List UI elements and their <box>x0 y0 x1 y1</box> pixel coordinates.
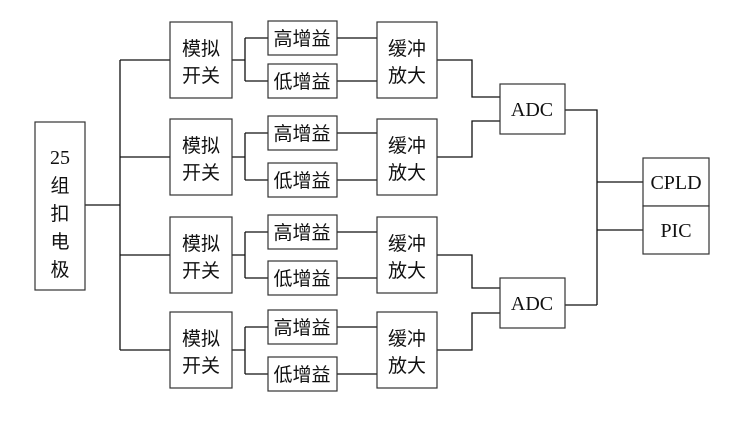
buffer-label-line2: 放大 <box>388 65 426 87</box>
adc-label: ADC <box>511 99 553 121</box>
low-gain-block: 低增益 <box>267 260 338 296</box>
high-gain-label: 高增益 <box>273 317 330 339</box>
channel-group-3: 模拟 开关 高增益 低增益 缓冲 放大 <box>169 214 438 296</box>
switch-label-line1: 模拟 <box>182 328 220 350</box>
switch-label-line1: 模拟 <box>182 135 220 157</box>
analog-switch-block: 模拟 开关 <box>169 216 233 294</box>
wire-group-2 <box>232 120 500 181</box>
buffer-label-line1: 缓冲 <box>388 38 426 60</box>
low-gain-label: 低增益 <box>273 71 330 93</box>
cpld-block: CPLD <box>642 157 710 207</box>
low-gain-label: 低增益 <box>273 170 330 192</box>
high-gain-label: 高增益 <box>273 222 330 244</box>
cpld-label: CPLD <box>650 172 701 194</box>
high-gain-label: 高增益 <box>273 123 330 145</box>
switch-label-line2: 开关 <box>182 355 220 377</box>
electrode-count: 25 <box>50 147 70 169</box>
switch-label-line1: 模拟 <box>182 38 220 60</box>
low-gain-block: 低增益 <box>267 162 338 198</box>
electrode-char-4: 极 <box>50 259 69 281</box>
buffer-label-line2: 放大 <box>388 355 426 377</box>
buffer-label-line2: 放大 <box>388 162 426 184</box>
buffer-label-line1: 缓冲 <box>388 328 426 350</box>
low-gain-label: 低增益 <box>273 364 330 386</box>
adc-label: ADC <box>511 293 553 315</box>
high-gain-block: 高增益 <box>267 214 338 250</box>
wire-bus-switches <box>120 59 170 351</box>
adc-block-lower: ADC <box>499 277 566 329</box>
connection-wires <box>85 37 643 375</box>
electrode-char-3: 电 <box>50 231 69 253</box>
buffer-label-line1: 缓冲 <box>388 135 426 157</box>
buffer-amp-block: 缓冲 放大 <box>376 118 438 196</box>
buffer-amp-block: 缓冲 放大 <box>376 21 438 99</box>
wire-group-3 <box>232 231 500 289</box>
wire-group-4 <box>232 312 500 375</box>
pic-label: PIC <box>660 220 691 242</box>
buffer-amp-block: 缓冲 放大 <box>376 216 438 294</box>
electrode-char-2: 扣 <box>50 203 69 225</box>
channel-group-4: 模拟 开关 高增益 低增益 缓冲 放大 <box>169 309 438 392</box>
channel-group-1: 模拟 开关 高增益 低增益 缓冲 放大 <box>169 20 438 99</box>
electrode-char-1: 组 <box>50 175 69 197</box>
switch-label-line2: 开关 <box>182 260 220 282</box>
high-gain-block: 高增益 <box>267 20 338 56</box>
buffer-label-line1: 缓冲 <box>388 233 426 255</box>
low-gain-label: 低增益 <box>273 268 330 290</box>
analog-switch-block: 模拟 开关 <box>169 118 233 196</box>
high-gain-label: 高增益 <box>273 28 330 50</box>
switch-label-line1: 模拟 <box>182 233 220 255</box>
pic-block: PIC <box>642 205 710 255</box>
switch-label-line2: 开关 <box>182 65 220 87</box>
wire-group-1 <box>232 37 500 98</box>
analog-switch-block: 模拟 开关 <box>169 311 233 389</box>
electrode-block: 25 组 扣 电 极 <box>34 121 86 291</box>
high-gain-block: 高增益 <box>267 309 338 345</box>
wire-electrode-bus <box>85 60 121 350</box>
high-gain-block: 高增益 <box>267 115 338 151</box>
switch-label-line2: 开关 <box>182 162 220 184</box>
low-gain-block: 低增益 <box>267 356 338 392</box>
channel-group-2: 模拟 开关 高增益 低增益 缓冲 放大 <box>169 115 438 198</box>
low-gain-block: 低增益 <box>267 63 338 99</box>
buffer-amp-block: 缓冲 放大 <box>376 311 438 389</box>
adc-block-upper: ADC <box>499 83 566 135</box>
analog-switch-block: 模拟 开关 <box>169 21 233 99</box>
wire-adc-to-processors <box>565 109 643 306</box>
buffer-label-line2: 放大 <box>388 260 426 282</box>
